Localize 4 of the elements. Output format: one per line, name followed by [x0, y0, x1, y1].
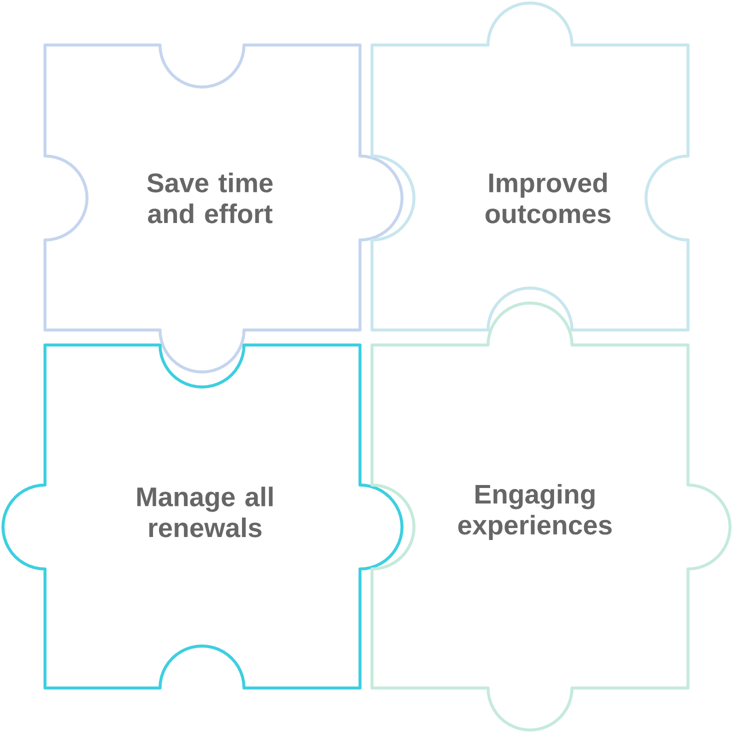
puzzle-piece: Improved outcomes	[370, 2, 690, 332]
puzzle-piece: Engaging experiences	[370, 302, 732, 732]
puzzle-piece: Manage all renewals	[2, 344, 404, 690]
puzzle-piece: Save time and effort	[44, 44, 404, 374]
